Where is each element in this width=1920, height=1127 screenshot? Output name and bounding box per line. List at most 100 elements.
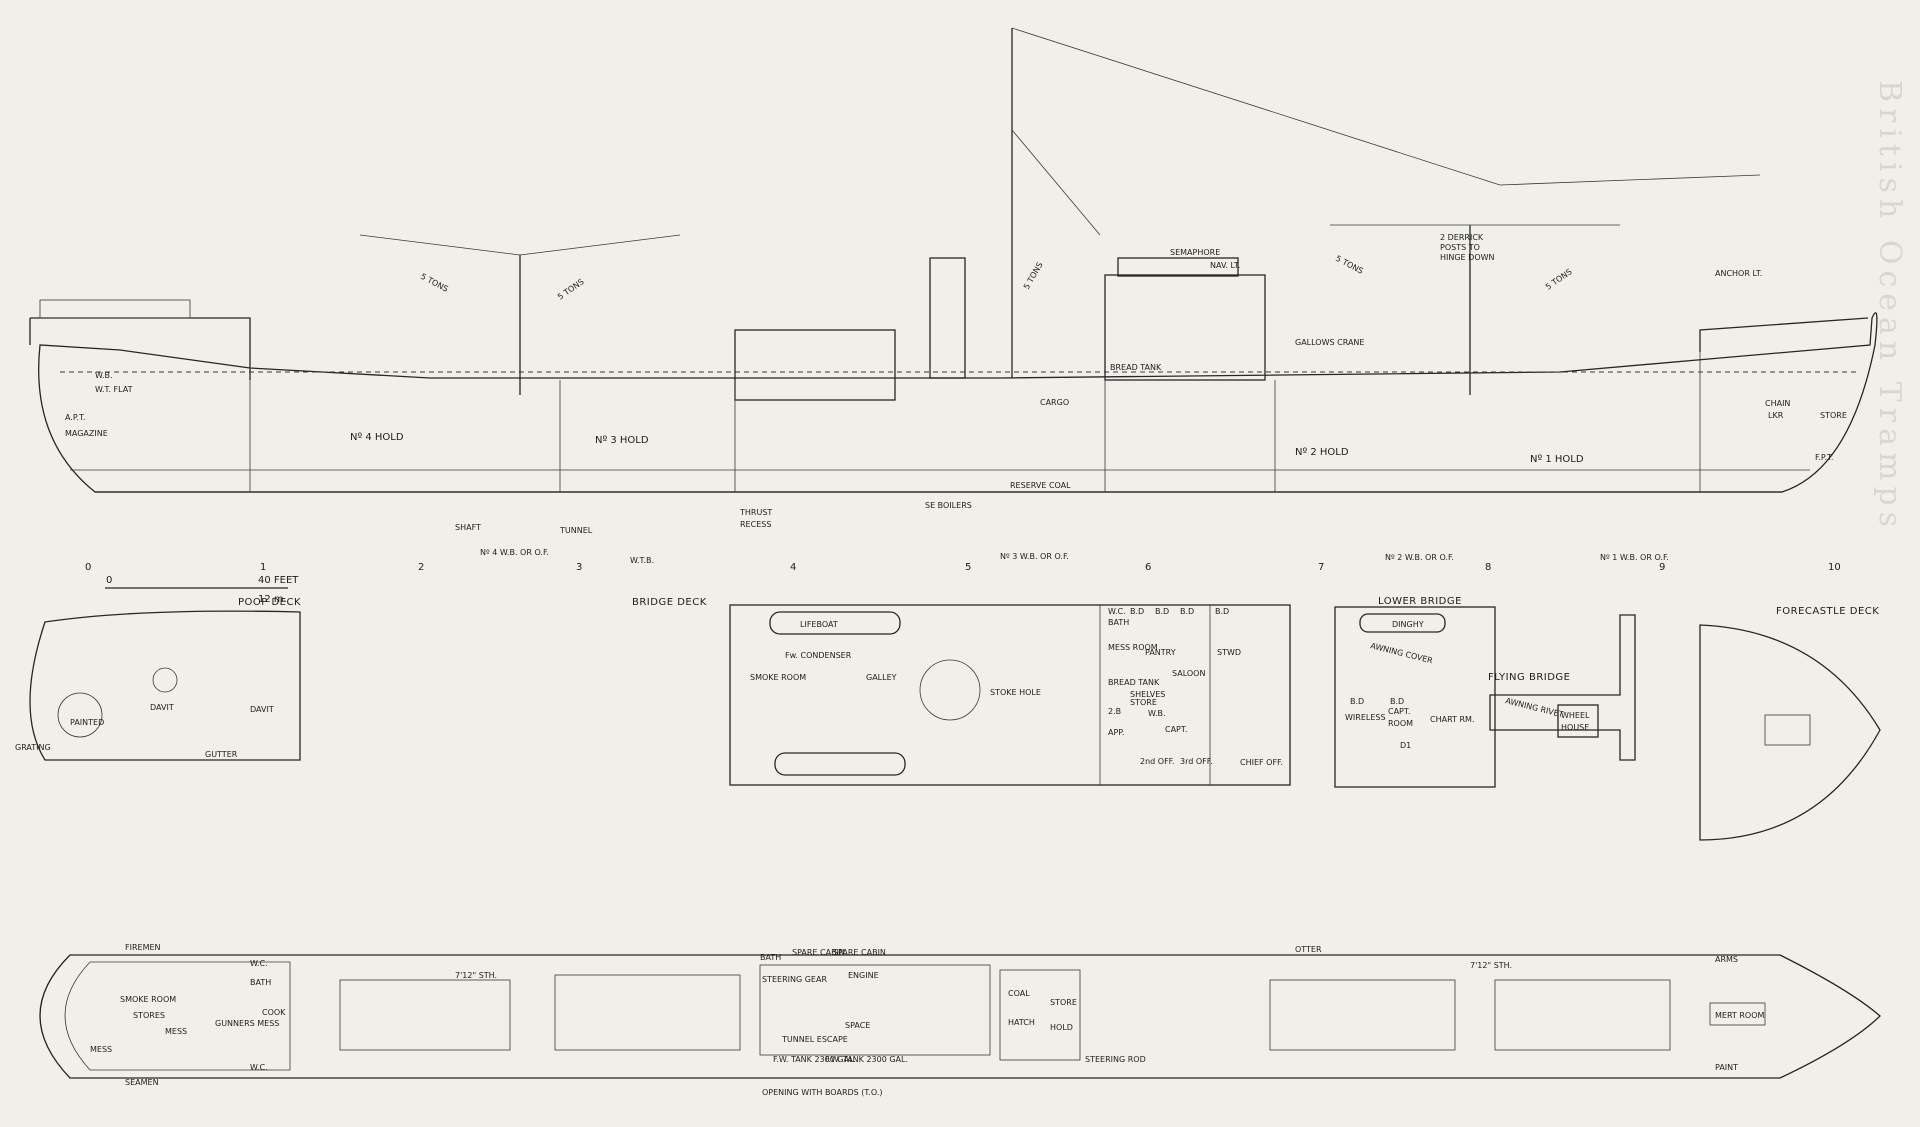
bottom-tank-label: Nº 3 W.B. OR O.F.: [1000, 552, 1069, 561]
scale-metres: 12 m.: [258, 594, 287, 605]
fwd-label: STORE: [1820, 411, 1847, 420]
bridge-label: BATH: [1108, 618, 1129, 627]
bridge-deck-outline: [729, 604, 1291, 786]
frame-number: 10: [1828, 562, 1841, 573]
midship-label: RECESS: [740, 520, 771, 529]
main-label: PAINT: [1715, 1063, 1738, 1072]
bridge-label: 2nd OFF.: [1140, 757, 1175, 766]
bridge-deck-plan: BRIDGE DECK LIFEBOAT Fw. CONDENSER SMOKE…: [632, 597, 1291, 786]
aft-label: A.P.T.: [65, 413, 85, 422]
main-label: 7'12" STH.: [1470, 961, 1512, 970]
main-label: STEERING GEAR: [762, 975, 827, 984]
lower-bridge-label: CAPT.: [1388, 707, 1410, 716]
midship-label: SHAFT: [455, 523, 481, 532]
main-label: MERT ROOM: [1715, 1011, 1765, 1020]
lower-bridge-outline: [1334, 606, 1496, 788]
poop-label: DAVIT: [250, 705, 274, 714]
bridge-top: [1117, 257, 1239, 277]
bridge-deck-title: BRIDGE DECK: [632, 597, 707, 608]
crew-accommodation: [64, 961, 291, 1071]
bridge-label: 2.B: [1108, 707, 1121, 716]
lower-bridge-plan: LOWER BRIDGE DINGHY AWNING COVER WIRELES…: [1334, 596, 1496, 788]
bridge-label: STORE: [1130, 698, 1157, 707]
main-label: GUNNERS MESS: [215, 1019, 279, 1028]
windlass: [1764, 714, 1811, 746]
midship-label: CARGO: [1040, 398, 1069, 407]
main-label: COOK: [262, 1008, 286, 1017]
bridge-label: PANTRY: [1145, 648, 1176, 657]
frame-number: 4: [790, 562, 796, 573]
main-label: MESS: [165, 1027, 187, 1036]
dinghy: [1359, 613, 1446, 633]
wheel-house: [1557, 704, 1599, 738]
lower-boat: [774, 752, 906, 776]
forecastle-superstructure: [1699, 317, 1869, 352]
hold-label-3: Nº 3 HOLD: [595, 435, 649, 446]
main-label: BATH: [250, 978, 271, 987]
lower-bridge-label: B.D: [1350, 697, 1364, 706]
hold-label-2: Nº 2 HOLD: [1295, 447, 1349, 458]
bridge-label: B.D: [1155, 607, 1169, 616]
main-label: STORES: [133, 1011, 165, 1020]
main-label: COAL: [1008, 989, 1030, 998]
frame-number: 7: [1318, 562, 1324, 573]
frame-number: 5: [965, 562, 971, 573]
derrick-label: 5 TONS: [419, 272, 450, 294]
main-label: SPACE: [845, 1021, 870, 1030]
bottom-tank-label: Nº 4 W.B. OR O.F.: [480, 548, 549, 557]
main-label: 7'12" STH.: [455, 971, 497, 980]
fwd-label: ANCHOR LT.: [1715, 269, 1762, 278]
main-deck-outline: [39, 954, 1881, 1079]
forecastle-deck-plan: FORECASTLE DECK: [1699, 606, 1881, 841]
main-label: W.C.: [250, 959, 268, 968]
hull-outline: [38, 312, 1878, 493]
frame-number: 6: [1145, 562, 1151, 573]
flying-bridge-outline: [1489, 614, 1636, 761]
main-label: HATCH: [1008, 1018, 1035, 1027]
forecastle-title: FORECASTLE DECK: [1776, 606, 1879, 617]
scale-feet: 40 FEET: [258, 575, 299, 586]
frame-number: 3: [576, 562, 582, 573]
derrick-label: 5 TONS: [1022, 261, 1045, 291]
hatch-2: [1269, 979, 1456, 1051]
midship-label: SE BOILERS: [925, 501, 972, 510]
coal-hatch: [999, 969, 1081, 1061]
bridge-label: BREAD TANK: [1108, 678, 1160, 687]
aft-label: MAGAZINE: [65, 429, 108, 438]
bleed-through-text: British Ocean Tramps: [1872, 80, 1907, 533]
hold-label-1: Nº 1 HOLD: [1530, 454, 1584, 465]
bridge-label: CAPT.: [1165, 725, 1187, 734]
hold-label-4: Nº 4 HOLD: [350, 432, 404, 443]
hatch-4: [339, 979, 511, 1051]
bridge-label: MESS ROOM: [1108, 643, 1158, 652]
main-label: OPENING WITH BOARDS (T.O.): [762, 1088, 883, 1097]
bottom-tank-label: Nº 2 W.B. OR O.F.: [1385, 553, 1454, 562]
midship-label: NAV. LT.: [1210, 261, 1240, 270]
midship-label: SEMAPHORE: [1170, 248, 1220, 257]
frame-number: 1: [260, 562, 266, 573]
bridge-label: STWD: [1217, 648, 1241, 657]
derrick-label: 5 TONS: [1334, 254, 1365, 276]
flying-bridge-plan: FLYING BRIDGE AWNING RIVET WHEEL HOUSE: [1488, 614, 1636, 761]
fwd-label: CHAIN: [1765, 399, 1790, 408]
lower-bridge-label: CHART RM.: [1430, 715, 1474, 724]
frame-number: 2: [418, 562, 424, 573]
mast-stay-fore: [1499, 174, 1761, 186]
flying-bridge-title: FLYING BRIDGE: [1488, 672, 1571, 683]
lower-bridge-label: B.D: [1390, 697, 1404, 706]
lower-bridge-label: WIRELESS: [1345, 713, 1386, 722]
midship-label: BREAD TANK: [1110, 363, 1162, 372]
main-label: TUNNEL ESCAPE: [781, 1035, 848, 1044]
frame-number: 8: [1485, 562, 1491, 573]
hatch-3: [554, 974, 741, 1051]
poop-label: GRATING: [15, 743, 51, 752]
bridge-label: Fw. CONDENSER: [785, 651, 852, 660]
aft-label: W.B.: [95, 371, 113, 380]
derrick-boom-main: [1011, 129, 1101, 236]
lower-bridge-label: AWNING COVER: [1370, 641, 1435, 665]
midship-label: TUNNEL: [559, 526, 593, 535]
bridge-label: W.C.: [1108, 607, 1126, 616]
aft-label: W.T. FLAT: [95, 385, 133, 394]
main-label: ENGINE: [848, 971, 879, 980]
